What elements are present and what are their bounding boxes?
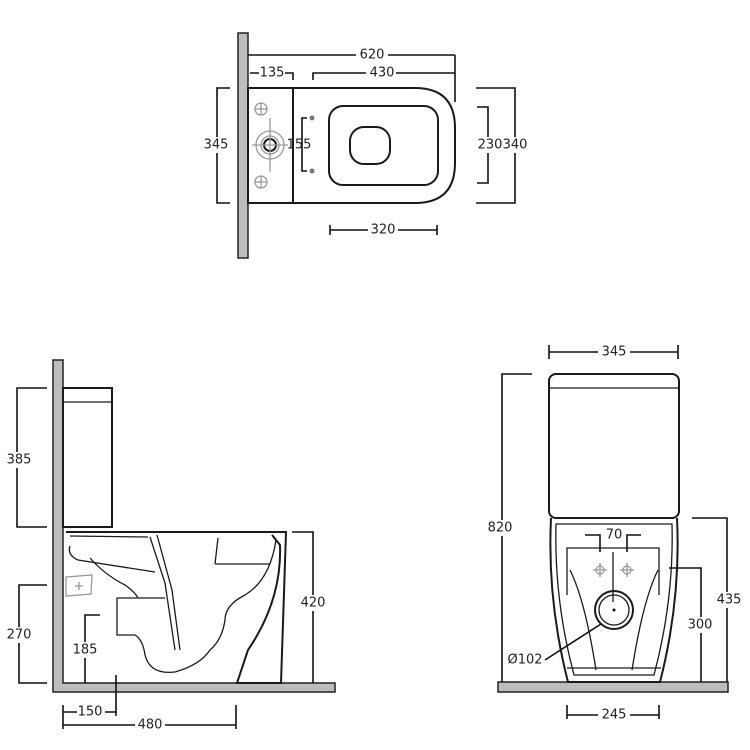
bowl-outline (66, 531, 288, 684)
dim-label: 420 (301, 596, 326, 611)
inlet-icon (65, 574, 93, 597)
top-view: 620 135 430 345 155 230 340 320 (203, 32, 528, 259)
wall-and-floor (52, 359, 336, 693)
flush-channel (68, 535, 176, 651)
front-view: 345 820 435 300 70 Ø102 245 (486, 344, 744, 723)
dim-label: 320 (371, 223, 396, 238)
dim-label: 230 (478, 138, 503, 153)
dim-label: 430 (370, 66, 395, 81)
dim-label: 345 (602, 345, 627, 360)
seat-outline (328, 105, 439, 186)
tank-outline (247, 87, 294, 204)
dim-label: 185 (73, 643, 98, 658)
bowl-back-recess (566, 547, 661, 671)
trap-back (89, 557, 139, 599)
dim-label: Ø102 (507, 653, 542, 668)
dim-label: 345 (204, 138, 229, 153)
fixing-points-icon (593, 563, 634, 577)
tank-outline (62, 387, 113, 528)
floor (497, 681, 729, 693)
dim-line-185 (84, 614, 100, 683)
dim-line-70 (585, 534, 641, 552)
dim-label: 385 (7, 453, 32, 468)
bowl-outline (293, 87, 456, 204)
outlet-icon (594, 590, 634, 630)
bowl-inner-outline (555, 523, 673, 676)
outlet-center (612, 608, 616, 612)
dim-label: 620 (360, 48, 385, 63)
dim-label: 340 (503, 138, 528, 153)
outlet-inner (598, 594, 630, 626)
bowl-outline (549, 517, 679, 683)
dim-label: 150 (78, 705, 103, 720)
dim-label: 480 (138, 718, 163, 733)
dim-label: 135 (260, 66, 285, 81)
leader-line (544, 623, 602, 661)
dim-label: 820 (488, 521, 513, 536)
dim-label: 435 (717, 593, 742, 608)
wall (237, 32, 249, 259)
side-view: 385 270 185 420 150 480 (5, 359, 336, 733)
dim-line-435 (692, 517, 728, 682)
dim-label: 245 (602, 708, 627, 723)
dim-line-155 (301, 117, 307, 172)
dim-line-300 (669, 567, 702, 682)
dim-label: 155 (287, 138, 312, 153)
tank-outline (548, 373, 680, 519)
inlet-cross (75, 582, 83, 590)
dim-line-820 (501, 373, 532, 682)
bowl-opening (349, 126, 391, 165)
dim-line-430 (312, 72, 455, 80)
dim-label: 300 (688, 618, 713, 633)
fixing-holes-icon (252, 102, 315, 189)
rim-line (214, 537, 270, 565)
dim-label: 70 (606, 528, 623, 543)
dim-label: 270 (7, 628, 32, 643)
dim-line-620 (248, 54, 456, 102)
dim-line-420 (292, 531, 314, 683)
trap-channel (116, 534, 277, 674)
